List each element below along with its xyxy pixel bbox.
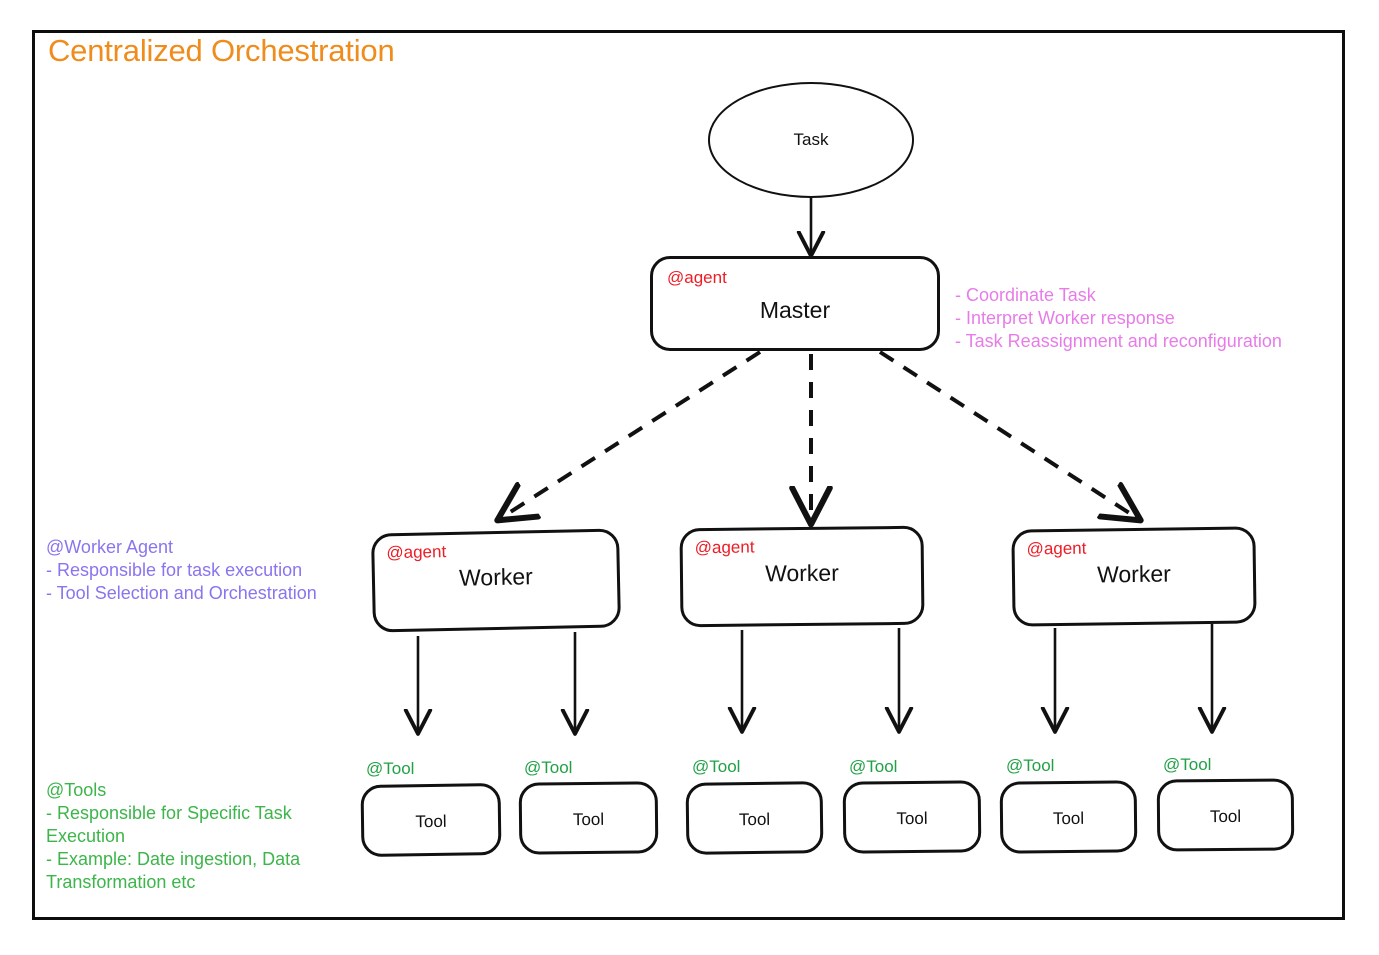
node-tool-3[interactable]: Tool: [685, 781, 824, 855]
node-worker-1-tag: @agent: [386, 542, 447, 563]
annotation-worker-notes: @Worker Agent - Responsible for task exe…: [46, 537, 317, 603]
node-tool-6-label: Tool: [1209, 806, 1242, 827]
node-master[interactable]: @agent Master: [650, 256, 940, 351]
node-tool-2[interactable]: Tool: [518, 781, 659, 855]
node-tool-3-label: Tool: [738, 809, 771, 830]
node-worker-2-label: Worker: [764, 559, 839, 587]
node-tool-5-tag: @Tool: [1006, 756, 1055, 775]
node-tool-6-tag: @Tool: [1163, 755, 1212, 774]
node-tool-4-tag: @Tool: [849, 757, 898, 776]
node-task-label: Task: [793, 130, 829, 149]
node-task[interactable]: Task: [708, 82, 914, 198]
node-worker-3-tag: @agent: [1026, 538, 1087, 559]
node-tool-2-tag: @Tool: [524, 758, 573, 777]
node-master-tag: @agent: [667, 268, 727, 287]
node-worker-3[interactable]: @agent Worker: [1011, 526, 1257, 627]
node-worker-2-tag: @agent: [694, 537, 755, 558]
node-tool-4-label: Tool: [896, 808, 928, 829]
node-tool-1-tag: @Tool: [366, 759, 415, 778]
annotation-master-notes: - Coordinate Task - Interpret Worker res…: [955, 285, 1282, 351]
page-title: Centralized Orchestration: [48, 33, 395, 68]
node-tool-5-label: Tool: [1052, 808, 1085, 829]
node-master-label: Master: [759, 297, 831, 323]
node-tool-6[interactable]: Tool: [1156, 778, 1295, 852]
node-worker-2[interactable]: @agent Worker: [679, 525, 925, 628]
node-worker-1[interactable]: @agent Worker: [370, 528, 622, 633]
node-tool-3-tag: @Tool: [692, 757, 741, 776]
node-tool-4[interactable]: Tool: [842, 780, 982, 854]
node-worker-1-label: Worker: [458, 563, 534, 591]
node-tool-1[interactable]: Tool: [360, 783, 502, 857]
node-worker-3-label: Worker: [1096, 560, 1171, 588]
annotation-tool-notes: @Tools - Responsible for Specific Task E…: [46, 780, 301, 892]
node-tool-2-label: Tool: [572, 809, 605, 830]
node-tool-5[interactable]: Tool: [999, 780, 1138, 854]
node-tool-1-label: Tool: [415, 811, 447, 832]
